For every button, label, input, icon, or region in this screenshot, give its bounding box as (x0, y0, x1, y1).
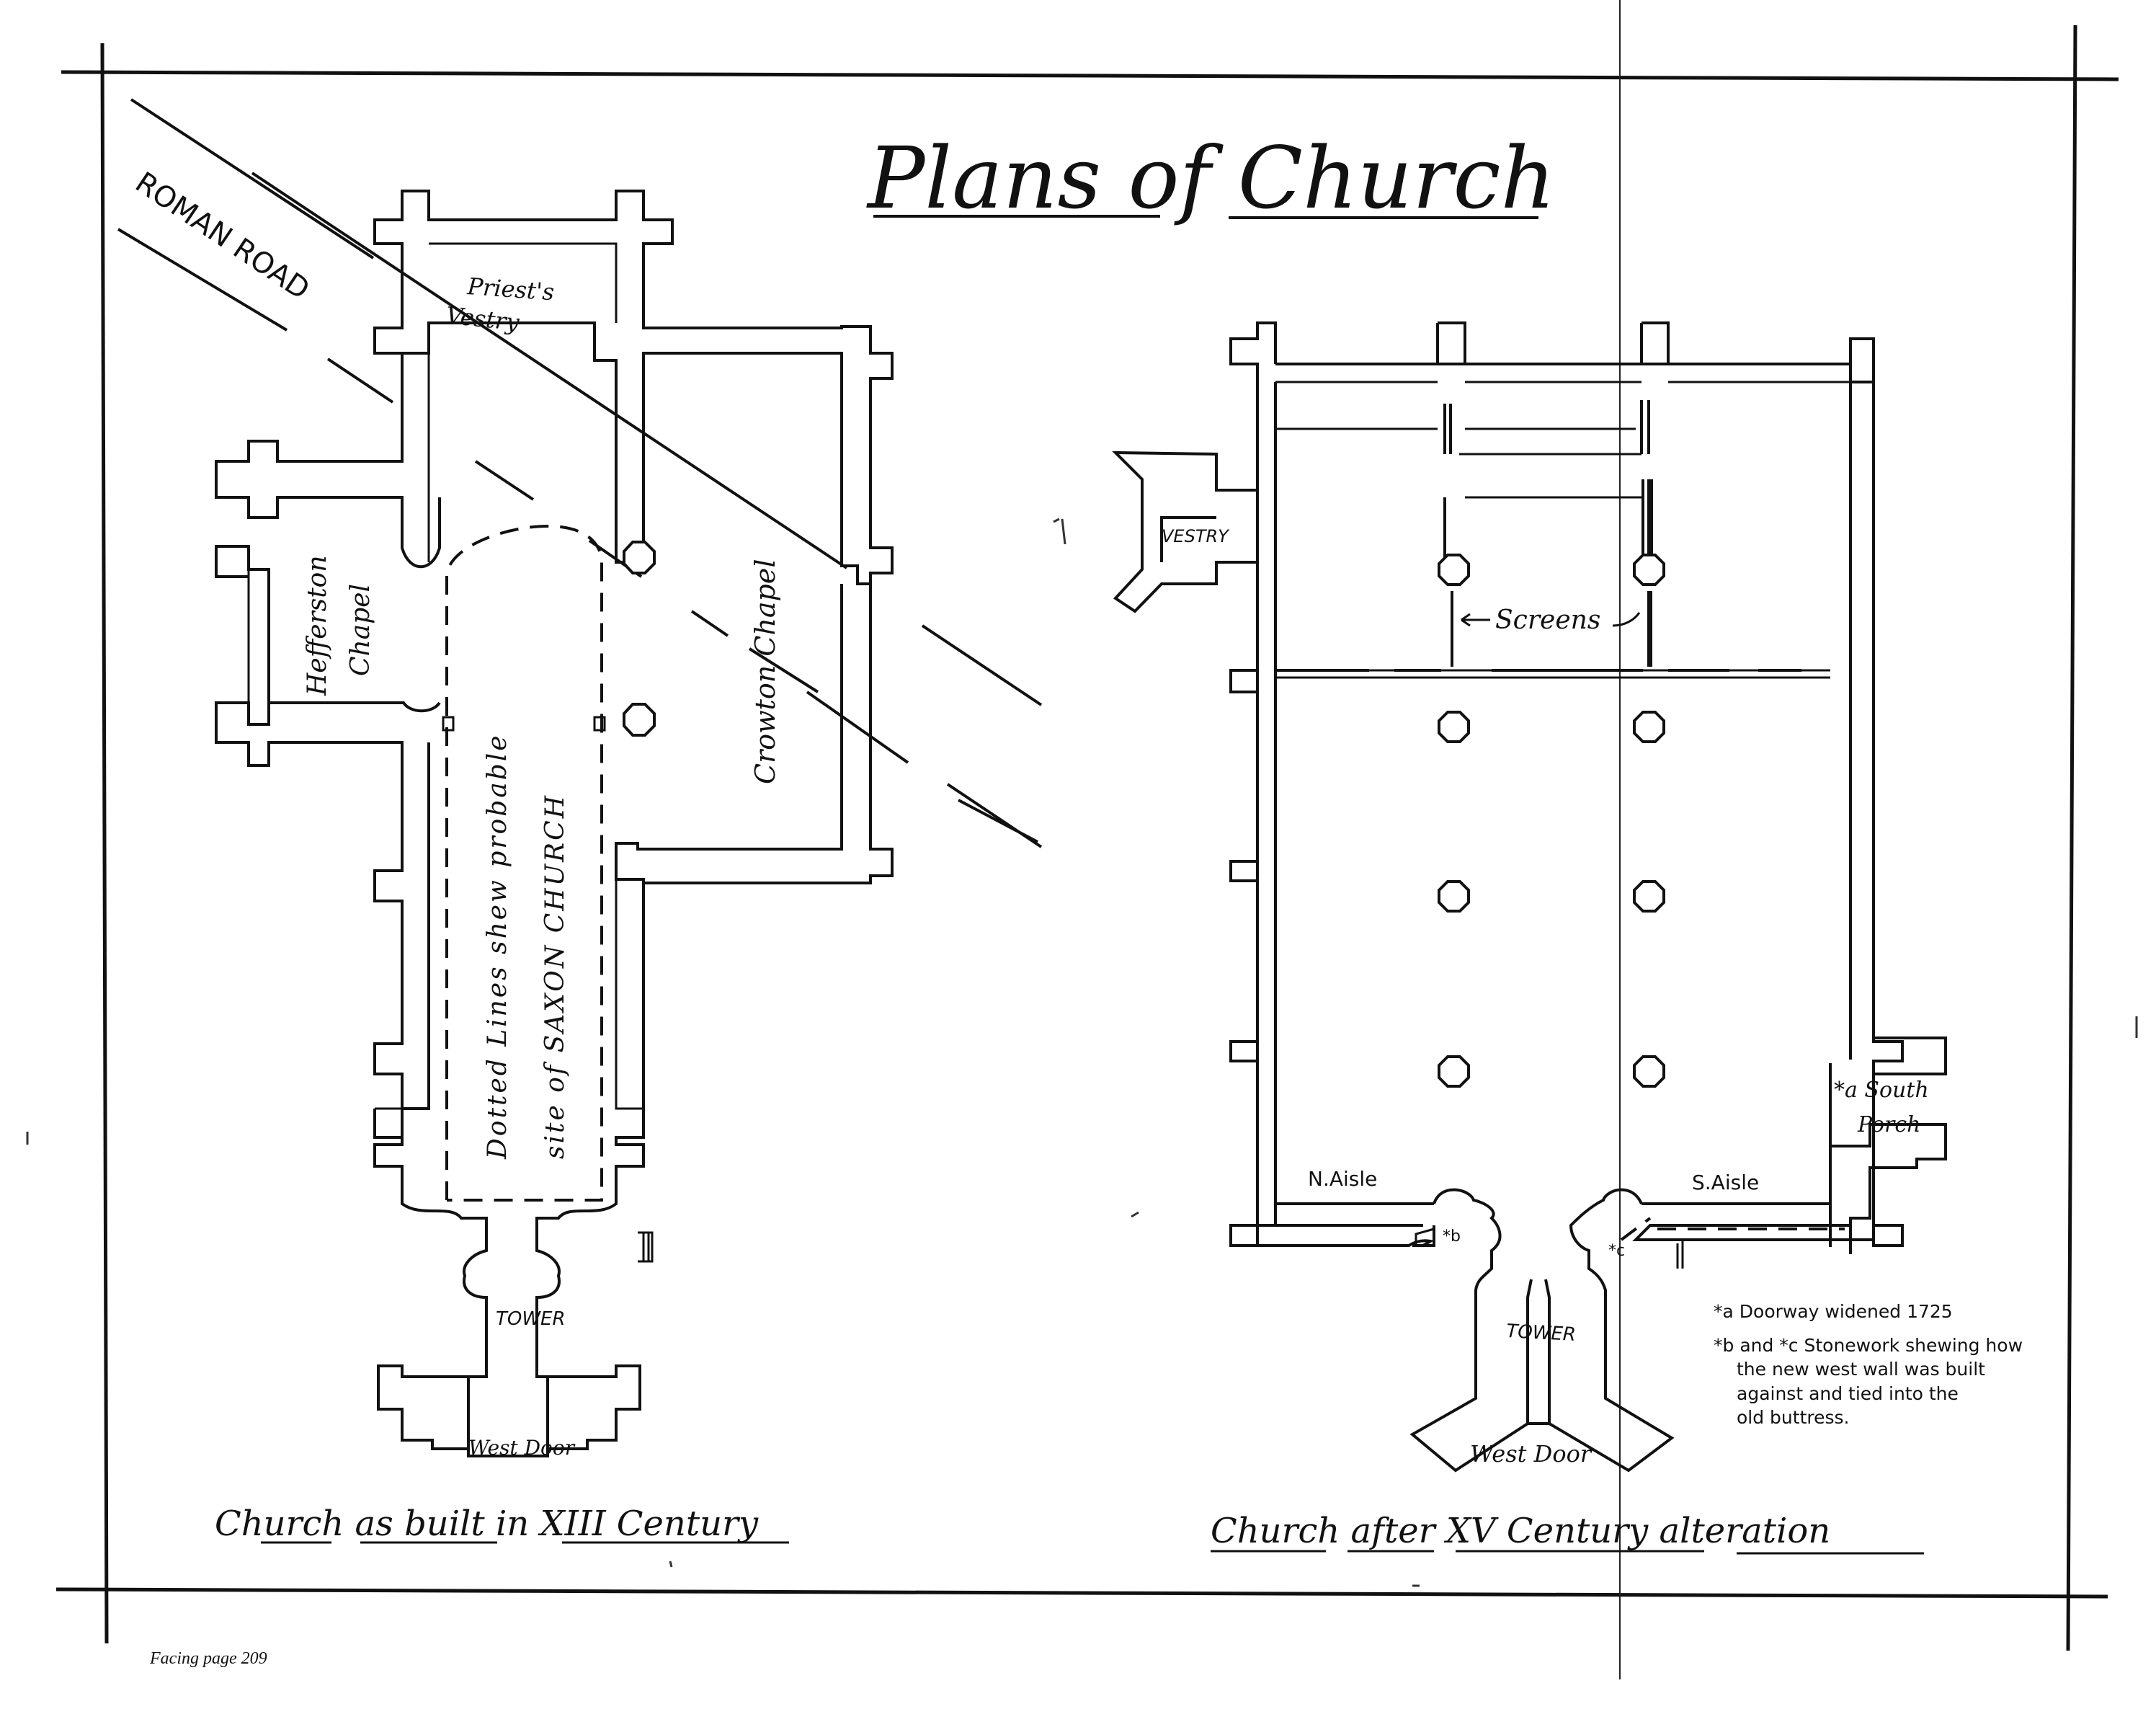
pier (1438, 880, 1470, 913)
hefferston-chapel-label-1: Hefferston (303, 555, 332, 696)
saxon-pilaster (593, 716, 606, 732)
pier (1633, 1055, 1665, 1088)
south-porch-label-1: *a South (1834, 1078, 1929, 1103)
pier (1633, 880, 1665, 913)
screen-south (1640, 400, 1650, 667)
pier (1633, 711, 1665, 743)
title-block: Plans of Church (866, 128, 1556, 228)
saxon-note-label-1: Dotted Lines shew probable (483, 733, 512, 1160)
south-porch-label-2: Porch (1857, 1112, 1921, 1137)
priests-vestry-label-1: Priest's (466, 272, 555, 306)
s-aisle-label: S.Aisle (1692, 1171, 1759, 1194)
mark-c-label: *c (1608, 1242, 1625, 1260)
right-plan: VESTRY Screens N.Aisle S.Aisle *a South … (1112, 321, 2023, 1555)
hefferston-chapel-label-2: Chapel (346, 584, 375, 676)
left-plan: ROMAN ROAD (117, 98, 1043, 1544)
note-line: against and tied into the (1737, 1383, 1959, 1404)
screens-label: Screens (1495, 605, 1600, 635)
roman-road-label: ROMAN ROAD (129, 166, 315, 306)
pier (623, 541, 656, 574)
pier (1438, 711, 1470, 743)
pier (1438, 554, 1470, 586)
right-plan-caption: Church after XV Century alteration (1211, 1511, 1830, 1551)
tower-label: TOWER (496, 1308, 566, 1330)
west-door-label: West Door (1470, 1440, 1592, 1468)
crowton-chapel-label: Crowton Chapel (749, 559, 781, 784)
pier (623, 703, 656, 737)
saxon-church-outline (445, 524, 603, 1202)
left-plan-caption: Church as built in XIII Century (215, 1504, 759, 1544)
pier (1438, 1055, 1470, 1088)
left-walls (215, 190, 894, 1457)
vestry-label: VESTRY (1162, 526, 1230, 546)
pier (1633, 554, 1665, 586)
footer-note: Facing page 209 (149, 1649, 267, 1668)
mark-b-label: *b (1443, 1228, 1461, 1246)
note-line: the new west wall was built (1737, 1359, 1985, 1380)
page-frame (55, 0, 2119, 1679)
priests-vestry-label-2: Vestry (445, 301, 521, 337)
right-walls (1112, 321, 1947, 1473)
note-line: *b and *c Stonework shewing how (1714, 1335, 2023, 1356)
right-piers (1438, 554, 1665, 1088)
page-title: Plans of Church (866, 128, 1556, 228)
note-line: old buttress. (1737, 1407, 1849, 1428)
screen-north (1443, 404, 1453, 667)
saxon-note-label-2: site of SAXON CHURCH (540, 794, 570, 1159)
tower-label: TOWER (1506, 1320, 1577, 1346)
note-line: *a Doorway widened 1725 (1714, 1301, 1953, 1322)
alteration-notes: *a Doorway widened 1725 *b and *c Stonew… (1714, 1301, 2023, 1428)
saxon-pilaster (442, 716, 455, 732)
west-door-label: West Door (468, 1436, 576, 1460)
n-aisle-label: N.Aisle (1308, 1167, 1377, 1191)
scan-marks (26, 518, 2138, 1587)
screens-pointer (1461, 612, 1641, 627)
